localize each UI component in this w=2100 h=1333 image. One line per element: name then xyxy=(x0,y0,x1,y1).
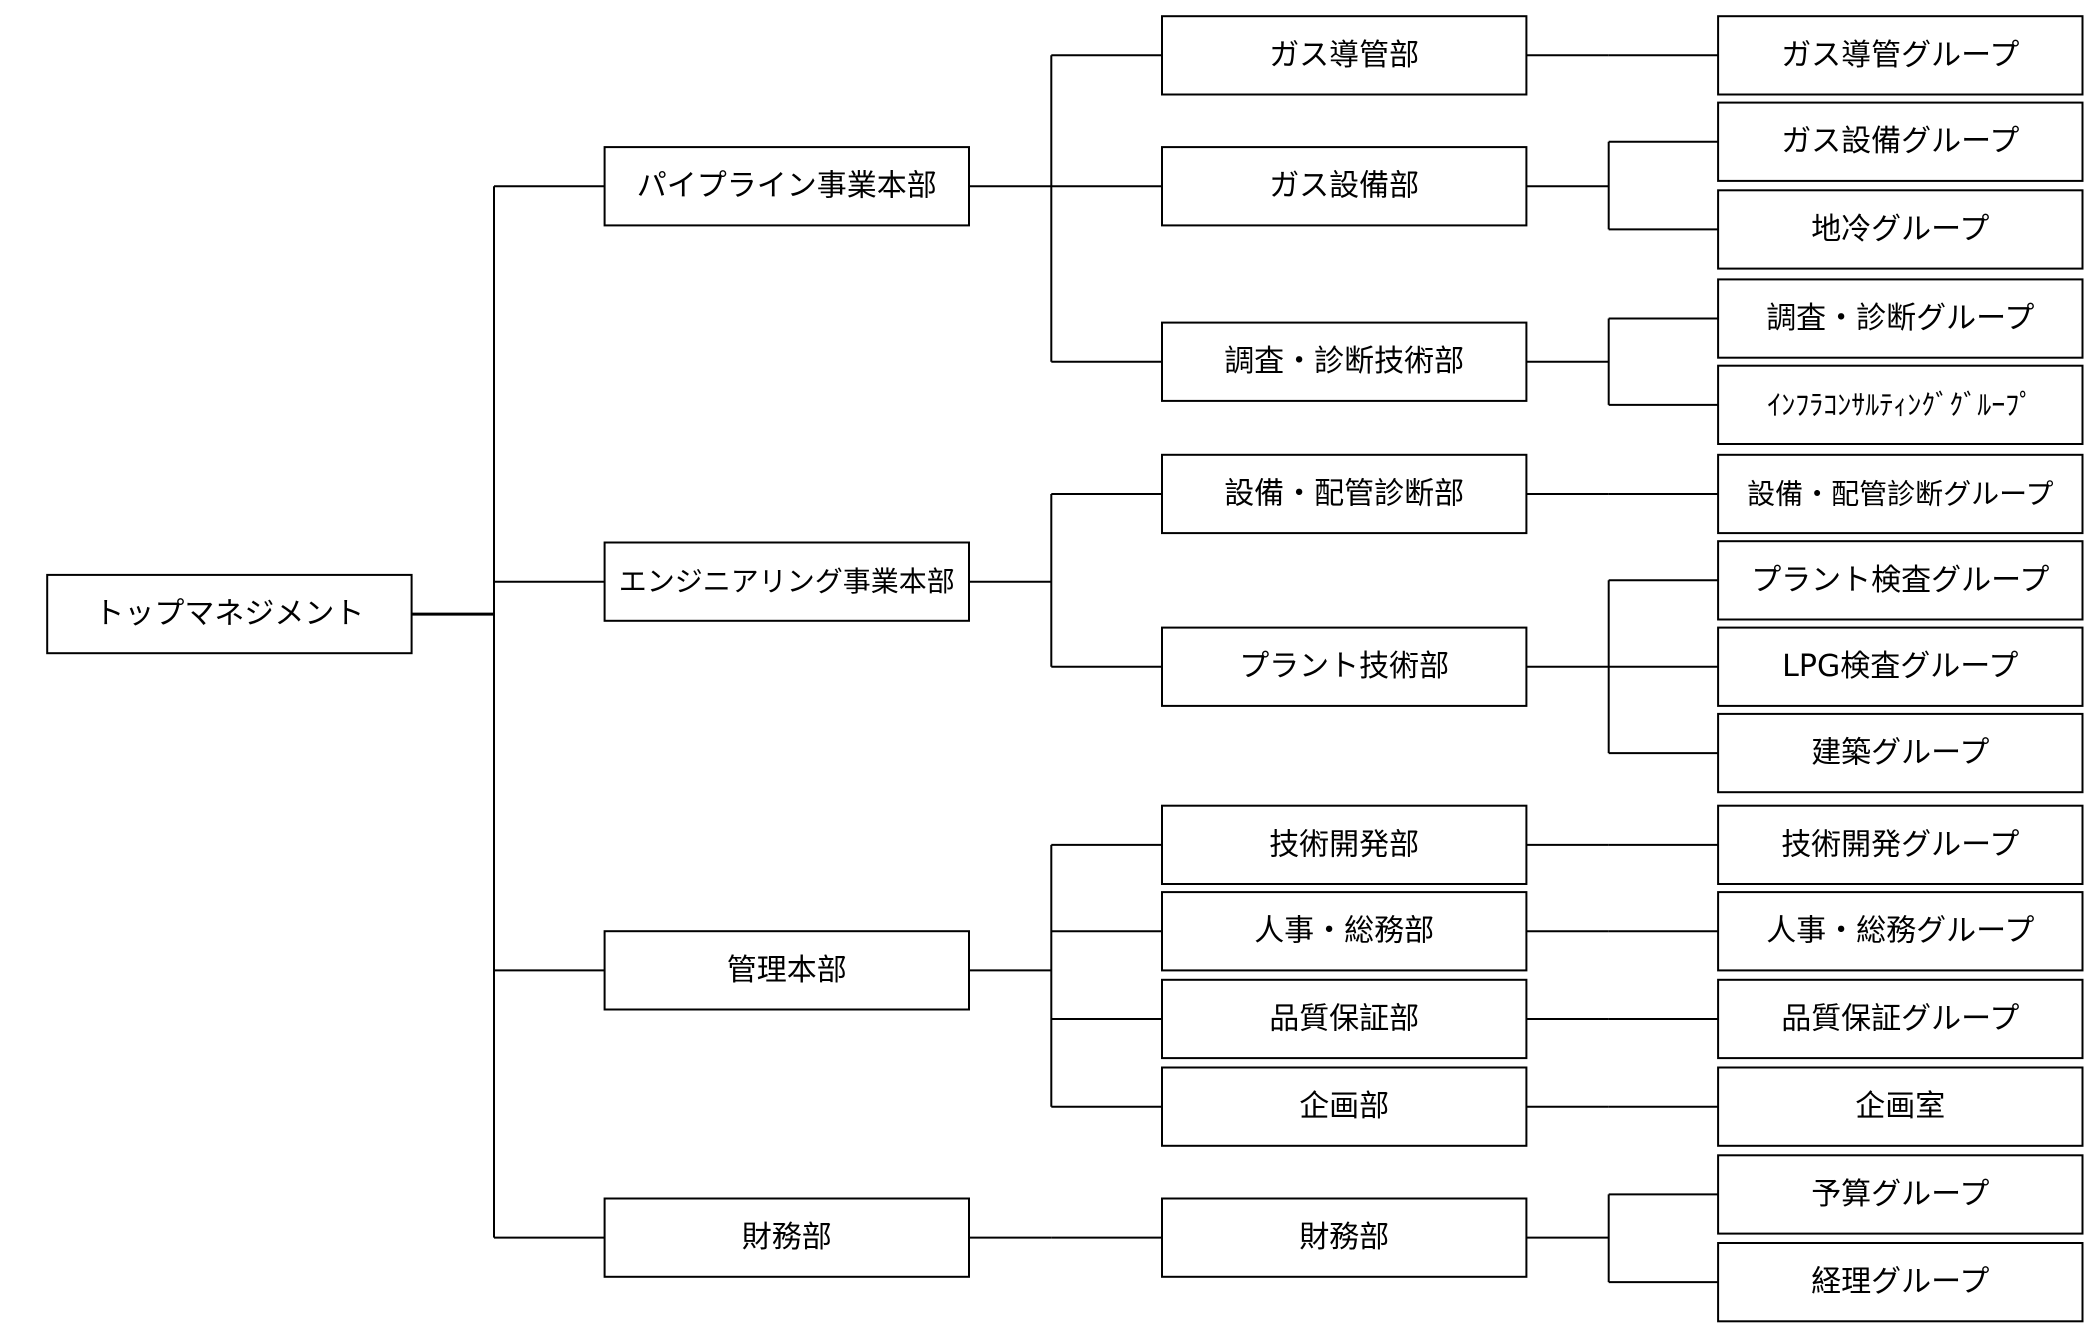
department-box xyxy=(1161,891,1528,972)
group-label: 建築グループ xyxy=(1811,736,1989,771)
group-label: プラント検査グループ xyxy=(1751,563,2049,598)
department-label: 企画部 xyxy=(1299,1089,1389,1124)
connector-layer xyxy=(411,54,1719,1284)
department-label: 設備・配管診断部 xyxy=(1224,477,1464,512)
division-label: パイプライン事業本部 xyxy=(637,169,937,204)
department-label: 技術開発部 xyxy=(1269,827,1419,862)
root-box xyxy=(46,573,413,655)
department-label: 財務部 xyxy=(1299,1220,1389,1255)
department-node-p4: 設備・配管診断部 xyxy=(1161,453,1528,535)
department-node-p7: 人事・総務部 xyxy=(1161,891,1528,972)
group-node-g10: 技術開発グループ xyxy=(1717,804,2084,886)
group-node-g2: ガス設備グループ xyxy=(1717,101,2084,182)
group-label: 技術開発グループ xyxy=(1781,827,2019,862)
group-label: 予算グループ xyxy=(1811,1177,1989,1212)
group-box xyxy=(1717,364,2084,446)
division-label: 管理本部 xyxy=(727,953,847,988)
group-label: 経理グループ xyxy=(1811,1265,1989,1300)
group-node-g13: 企画室 xyxy=(1717,1066,2084,1147)
group-label: 設備・配管診断グループ xyxy=(1747,478,2053,511)
group-node-g9: 建築グループ xyxy=(1717,712,2084,794)
department-box xyxy=(1161,1197,1528,1278)
department-box xyxy=(1161,15,1528,96)
group-box xyxy=(1717,804,2084,886)
group-label: 人事・総務グループ xyxy=(1766,914,2034,949)
department-label: ガス設備部 xyxy=(1269,169,1419,204)
group-node-g6: 設備・配管診断グループ xyxy=(1717,453,2084,535)
group-box xyxy=(1717,540,2084,621)
department-label: 人事・総務部 xyxy=(1254,914,1434,949)
group-box xyxy=(1717,278,2084,359)
department-box xyxy=(1161,453,1528,535)
department-box xyxy=(1161,978,1528,1060)
division-node-d4: 財務部 xyxy=(603,1197,970,1278)
division-box xyxy=(603,1197,970,1278)
department-box xyxy=(1161,321,1528,402)
group-box xyxy=(1717,626,2084,707)
group-label: 地冷グループ xyxy=(1811,212,1989,247)
group-node-g7: プラント検査グループ xyxy=(1717,540,2084,621)
department-node-p8: 品質保証部 xyxy=(1161,978,1528,1060)
group-node-g15: 経理グループ xyxy=(1717,1242,2084,1323)
group-label: LPG検査グループ xyxy=(1782,649,2018,684)
group-node-g8: LPG検査グループ xyxy=(1717,626,2084,707)
department-node-p6: 技術開発部 xyxy=(1161,804,1528,886)
group-box xyxy=(1717,101,2084,182)
division-label: 財務部 xyxy=(742,1220,832,1255)
group-node-g5: ｲﾝﾌﾗｺﾝｻﾙﾃｨﾝｸﾞｸﾞﾙｰﾌﾟ xyxy=(1717,364,2084,446)
group-node-g12: 品質保証グループ xyxy=(1717,978,2084,1060)
department-node-p9: 企画部 xyxy=(1161,1066,1528,1147)
group-label: ｲﾝﾌﾗｺﾝｻﾙﾃｨﾝｸﾞｸﾞﾙｰﾌﾟ xyxy=(1767,388,2033,421)
department-box xyxy=(1161,804,1528,886)
group-label: 調査・診断グループ xyxy=(1766,301,2034,336)
group-node-g3: 地冷グループ xyxy=(1717,189,2084,270)
root-node-top: トップマネジメント xyxy=(46,573,413,655)
group-label: ガス導管グループ xyxy=(1781,38,2019,73)
group-box xyxy=(1717,1154,2084,1235)
division-node-d1: パイプライン事業本部 xyxy=(603,146,970,227)
group-box xyxy=(1717,891,2084,972)
department-box xyxy=(1161,146,1528,227)
group-box xyxy=(1717,189,2084,270)
group-box xyxy=(1717,1066,2084,1147)
group-label: 品質保証グループ xyxy=(1781,1002,2019,1037)
department-label: プラント技術部 xyxy=(1239,649,1449,684)
division-box xyxy=(603,930,970,1011)
group-box xyxy=(1717,453,2084,535)
group-node-g1: ガス導管グループ xyxy=(1717,15,2084,96)
department-box xyxy=(1161,1066,1528,1147)
group-box xyxy=(1717,15,2084,96)
division-node-d2: エンジニアリング事業本部 xyxy=(603,541,970,622)
division-box xyxy=(603,146,970,227)
department-label: 品質保証部 xyxy=(1269,1002,1419,1037)
group-box xyxy=(1717,1242,2084,1323)
department-node-p3: 調査・診断技術部 xyxy=(1161,321,1528,402)
group-box xyxy=(1717,712,2084,794)
group-box xyxy=(1717,978,2084,1060)
group-node-g4: 調査・診断グループ xyxy=(1717,278,2084,359)
group-label: 企画室 xyxy=(1855,1089,1945,1124)
root-label: トップマネジメント xyxy=(94,597,364,632)
division-label: エンジニアリング事業本部 xyxy=(619,565,955,598)
group-node-g14: 予算グループ xyxy=(1717,1154,2084,1235)
group-node-g11: 人事・総務グループ xyxy=(1717,891,2084,972)
department-label: ガス導管部 xyxy=(1269,38,1419,73)
department-label: 調査・診断技術部 xyxy=(1224,344,1464,379)
department-box xyxy=(1161,626,1528,707)
division-node-d3: 管理本部 xyxy=(603,930,970,1011)
department-node-p2: ガス設備部 xyxy=(1161,146,1528,227)
department-node-p5: プラント技術部 xyxy=(1161,626,1528,707)
department-node-p10: 財務部 xyxy=(1161,1197,1528,1278)
division-box xyxy=(603,541,970,622)
group-label: ガス設備グループ xyxy=(1781,124,2019,159)
department-node-p1: ガス導管部 xyxy=(1161,15,1528,96)
